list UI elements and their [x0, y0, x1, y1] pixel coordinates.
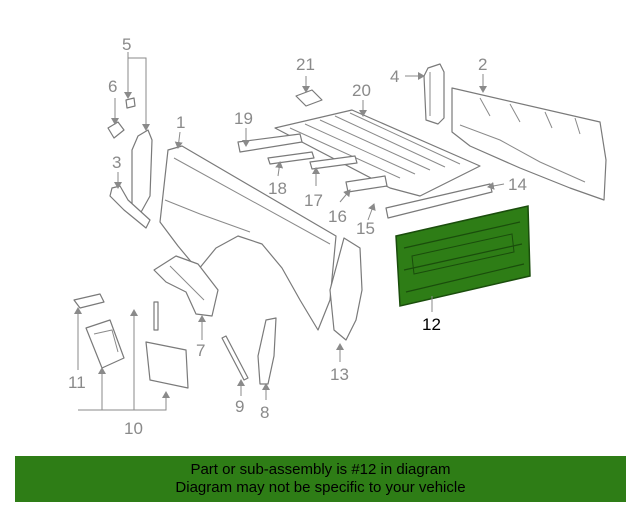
part-14-rear-sill[interactable]: [385, 183, 493, 219]
callout-21: 21: [296, 55, 315, 74]
callout-5: 5: [122, 35, 131, 54]
callout-11: 11: [68, 373, 86, 392]
fitment-notice-banner: Part or sub-assembly is #12 in diagram D…: [15, 456, 626, 502]
callout-2: 2: [478, 55, 487, 74]
callout-9: 9: [235, 397, 244, 416]
part-13-wheelhouse-liner[interactable]: [329, 237, 363, 341]
callout-7: 7: [196, 341, 205, 360]
part-2-front-panel[interactable]: [451, 87, 607, 201]
part-6-bracket[interactable]: [107, 97, 136, 139]
callout-10: 10: [124, 419, 143, 438]
banner-line-2: Diagram may not be specific to your vehi…: [175, 479, 466, 496]
callout-16: 16: [328, 207, 347, 226]
callout-13: 13: [330, 365, 349, 384]
part-1-side-panel[interactable]: [159, 145, 337, 331]
part-21-bracket[interactable]: [295, 89, 323, 107]
part-11-bracket[interactable]: [73, 293, 125, 369]
banner-line-1: Part or sub-assembly is #12 in diagram: [190, 461, 451, 478]
part-5-stake-pocket[interactable]: [131, 129, 153, 215]
part-7-wheelhouse[interactable]: [153, 255, 219, 317]
callout-20: 20: [352, 81, 371, 100]
leader-lines: [74, 52, 505, 411]
part-9-rod[interactable]: [221, 335, 249, 381]
part-4-stake-pocket[interactable]: [423, 63, 445, 125]
callout-17: 17: [304, 191, 323, 210]
part-18-crossmember[interactable]: [267, 151, 315, 165]
callout-1: 1: [176, 113, 185, 132]
callout-15: 15: [356, 219, 375, 238]
part-10-fastener[interactable]: [153, 301, 159, 331]
callout-6: 6: [108, 77, 117, 96]
callout-19: 19: [234, 109, 253, 128]
parts-diagram: 1 2 3 4 5 6 7 8 9 10 11 12 13 14 15 16 1…: [68, 35, 607, 438]
callout-8: 8: [260, 403, 269, 422]
part-10-plate[interactable]: [145, 341, 189, 389]
part-19-crossmember[interactable]: [237, 133, 303, 153]
part-17-crossmember[interactable]: [309, 155, 358, 170]
callout-3: 3: [112, 153, 121, 172]
part-16-crossmember[interactable]: [345, 175, 388, 193]
callout-12: 12: [422, 315, 441, 334]
callout-14: 14: [508, 175, 527, 194]
callout-18: 18: [268, 179, 287, 198]
part-8-bracket[interactable]: [257, 317, 277, 385]
callout-4: 4: [390, 67, 399, 86]
part-12-front-panel-highlighted[interactable]: [395, 205, 531, 307]
